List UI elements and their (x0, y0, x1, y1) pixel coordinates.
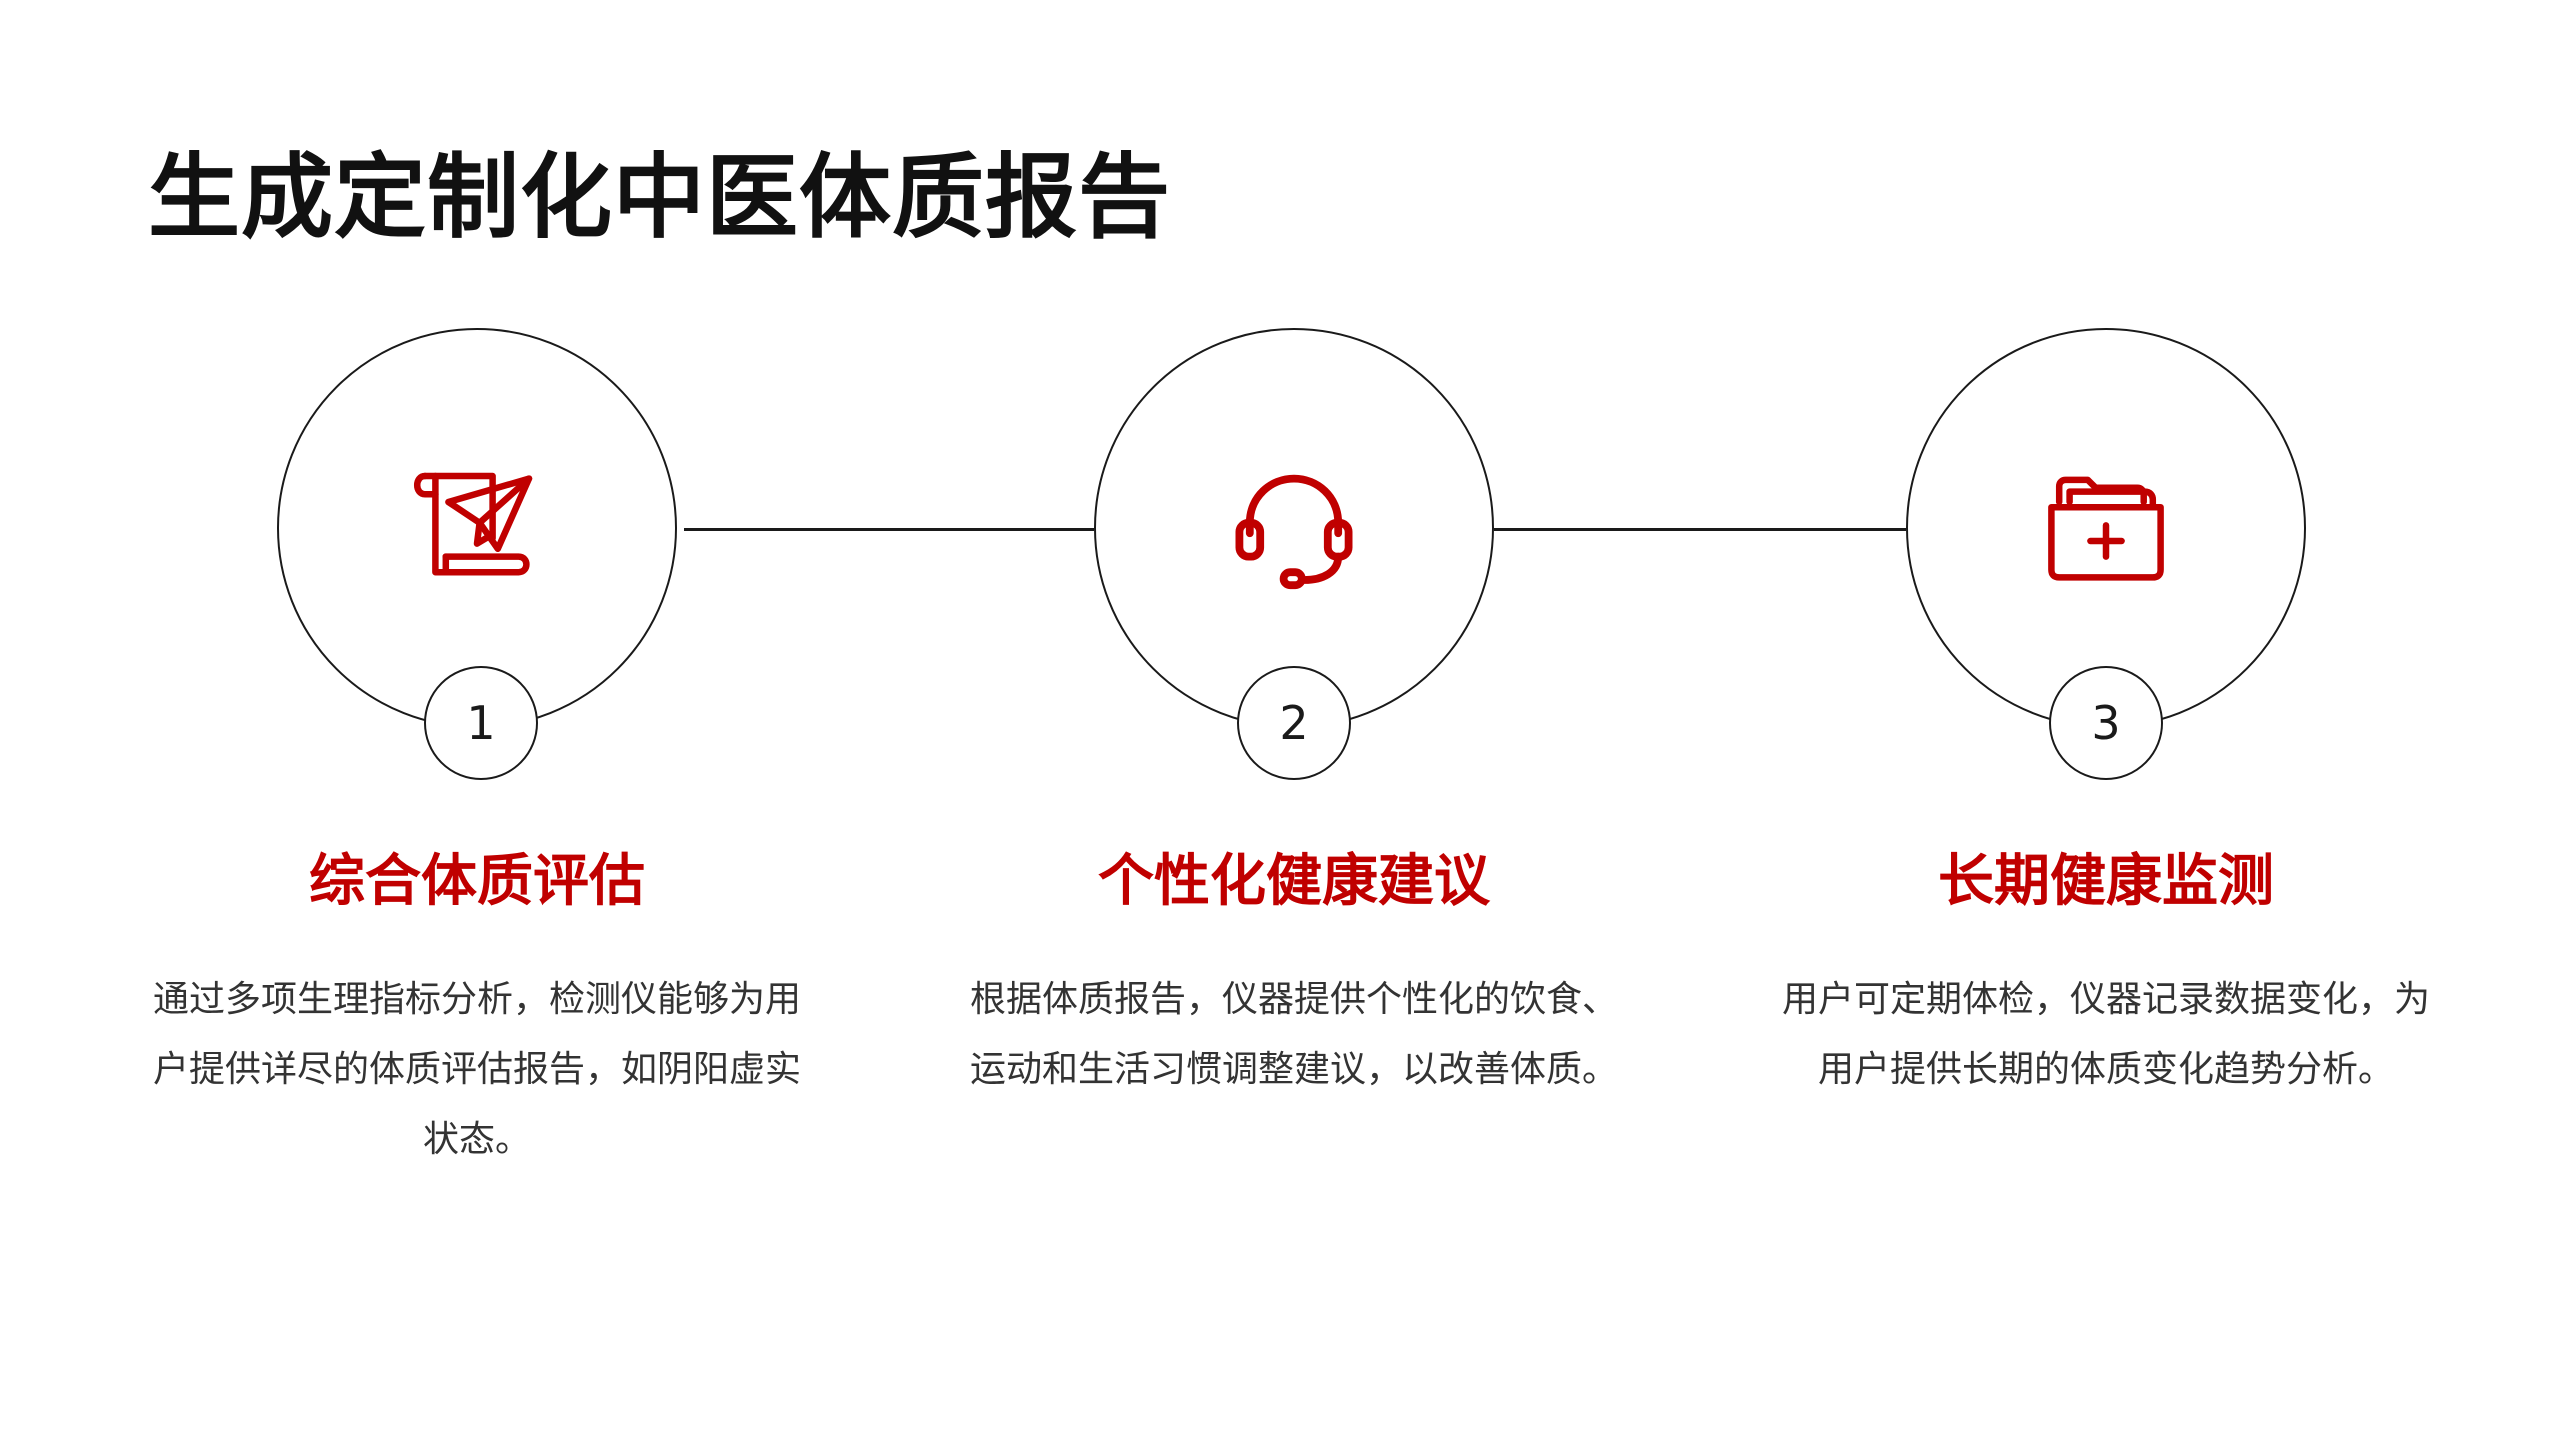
paper-plane-scroll-icon (412, 463, 542, 593)
step-1-description: 通过多项生理指标分析，检测仪能够为用户提供详尽的体质评估报告，如阴阳虚实状态。 (152, 979, 801, 1160)
step-1-number-badge: 1 (424, 666, 538, 780)
step-3-circle (1906, 328, 2306, 728)
headset-icon (1229, 463, 1359, 593)
step-3-number-badge: 3 (2049, 666, 2163, 780)
step-2-description: 根据体质报告，仪器提供个性化的饮食、运动和生活习惯调整建议，以改善体质。 (969, 979, 1618, 1090)
step-1-title: 综合体质评估 (309, 849, 645, 914)
step-2-number-badge: 2 (1237, 666, 1351, 780)
page-title: 生成定制化中医体质报告 (148, 144, 1172, 251)
step-2-title: 个性化健康建议 (1098, 849, 1490, 914)
step-3-title: 长期健康监测 (1938, 849, 2274, 914)
connector-line-1-2 (684, 528, 1094, 531)
medical-folder-icon (2041, 463, 2171, 593)
step-1-circle (277, 328, 677, 728)
connector-line-2-3 (1494, 528, 1906, 531)
step-3-description: 用户可定期体检，仪器记录数据变化，为用户提供长期的体质变化趋势分析。 (1781, 979, 2430, 1090)
step-2-circle (1094, 328, 1494, 728)
